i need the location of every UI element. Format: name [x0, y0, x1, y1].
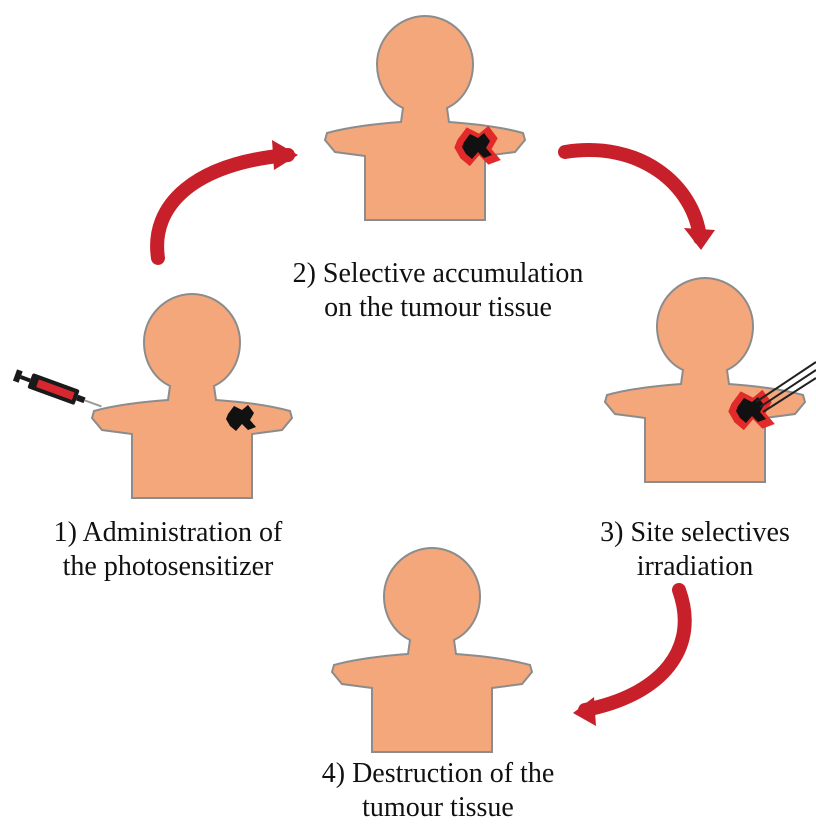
step-3-label: 3) Site selectives irradiation [565, 516, 816, 584]
arrow-step-2-to-3 [558, 143, 715, 250]
figure-step-1 [12, 293, 293, 499]
arrow-step-1-to-2 [150, 140, 298, 265]
step-3-label-line-1: 3) Site selectives [600, 517, 790, 548]
step-4-label-line-2: tumour tissue [362, 792, 514, 823]
step-1-label-line-1: 1) Administration of [53, 517, 283, 548]
figure-step-3 [604, 277, 816, 483]
light-beam-icon [755, 361, 816, 413]
step-4-label: 4) Destruction of the tumour tissue [268, 757, 608, 825]
step-2-label: 2) Selective accumulation on the tumour … [268, 257, 608, 325]
step-3-label-line-2: irradiation [636, 551, 754, 582]
step-1-label: 1) Administration of the photosensitizer [18, 516, 318, 584]
step-4-label-line-1: 4) Destruction of the [321, 758, 555, 789]
step-2-label-line-1: 2) Selective accumulation [292, 258, 584, 289]
arrow-step-3-to-4 [573, 583, 692, 726]
syringe-icon [12, 369, 102, 408]
step-2-label-line-2: on the tumour tissue [324, 292, 552, 323]
step-1-label-line-2: the photosensitizer [62, 551, 274, 582]
figure-step-4 [331, 547, 533, 753]
figure-step-2 [324, 15, 526, 221]
